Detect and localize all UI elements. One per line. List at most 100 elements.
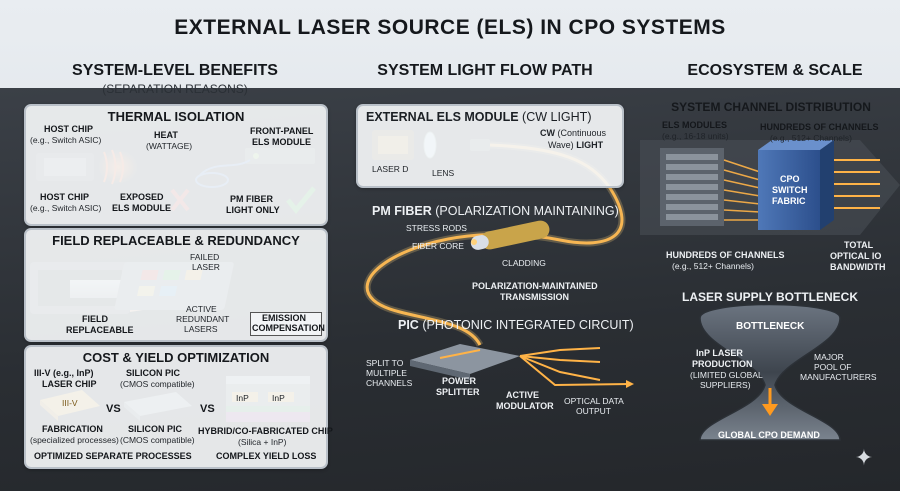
thermal-isolation-panel — [24, 104, 328, 226]
hybrid-label: HYBRID/CO-FABRICATED CHIP — [198, 426, 333, 436]
output-lines-graphic — [834, 159, 880, 209]
cpo-switch-graphic — [758, 140, 834, 230]
heat-label: HEAT — [154, 130, 178, 140]
redundant-label: REDUNDANT — [176, 314, 230, 324]
channel-lines-graphic — [723, 159, 761, 221]
optical-output-1: OPTICAL DATA — [564, 396, 624, 406]
major-label-2: POOL OF — [814, 362, 852, 372]
total-label-3: BANDWIDTH — [830, 262, 886, 272]
page-title: EXTERNAL LASER SOURCE (ELS) IN CPO SYSTE… — [174, 16, 726, 39]
hundreds-bottom-eg: (e.g., 512+ Channels) — [672, 261, 754, 271]
cpo-label-1: CPO — [780, 174, 800, 184]
front-panel-label: FRONT-PANEL — [250, 126, 314, 136]
els-modules-label: ELS MODULES — [662, 120, 728, 130]
cw-rest1: (Continuous — [557, 128, 607, 138]
cw-rest2: Wave) — [548, 140, 574, 150]
host-chip-top-eg: (e.g., Switch ASIC) — [30, 135, 102, 145]
cw-label-line1: CW (Continuous — [540, 128, 606, 139]
split-label-3: CHANNELS — [366, 378, 413, 388]
wattage-label: (WATTAGE) — [146, 141, 193, 151]
active-label: ACTIVE — [186, 304, 217, 314]
silicon-pic-bottom-label: SILICON PIC — [128, 424, 183, 434]
laser-label: LASER — [192, 262, 220, 272]
pic-title: PIC (PHOTONIC INTEGRATED CIRCUIT) — [398, 318, 634, 332]
fiber-title-rest: (POLARIZATION MAINTAINING) — [435, 204, 619, 218]
cw-label-line2: Wave) LIGHT — [548, 140, 603, 151]
hourglass-graphic — [699, 303, 841, 441]
major-label-3: MANUFACTURERS — [800, 372, 877, 382]
stress-rods-label: STRESS RODS — [406, 223, 467, 233]
left-heading: SYSTEM-LEVEL BENEFITS — [72, 62, 278, 79]
distribution-title: SYSTEM CHANNEL DISTRIBUTION — [671, 100, 871, 114]
left-subheading: (SEPARATION REASONS) — [102, 82, 248, 96]
inp-label-2: InP — [272, 393, 285, 403]
compensation-label: COMPENSATION — [252, 323, 325, 333]
vs-2: VS — [200, 403, 215, 415]
sparkle-icon: ✦ — [854, 445, 874, 470]
optimized-label: OPTIMIZED SEPARATE PROCESSES — [34, 451, 192, 461]
els-module-panel — [356, 104, 624, 188]
host-chip-bottom-label: HOST CHIP — [40, 192, 90, 202]
els-title-bold: EXTERNAL ELS MODULE — [366, 110, 519, 124]
cmos-bottom-label: (CMOS compatible) — [120, 435, 195, 445]
cost-yield-panel — [24, 345, 328, 469]
els-module-label: ELS MODULE — [252, 137, 312, 147]
active-modulator-1: ACTIVE — [506, 390, 540, 400]
els-title: EXTERNAL ELS MODULE (CW LIGHT) — [366, 110, 591, 124]
inp-laser-3: (LIMITED GLOBAL — [690, 370, 763, 380]
failed-label: FAILED — [190, 252, 220, 262]
power-label-1: POWER — [442, 376, 477, 386]
pm-transmission-1: POLARIZATION-MAINTAINED — [472, 281, 598, 291]
cpo-label-2: SWITCH — [772, 185, 808, 195]
fabrication-label: FABRICATION — [42, 424, 103, 434]
active-modulator-2: MODULATOR — [496, 401, 554, 411]
pic-title-rest: (PHOTONIC INTEGRATED CIRCUIT) — [422, 318, 634, 332]
hybrid-sub-label: (Silica + InP) — [238, 437, 287, 447]
field-label: FIELD — [82, 314, 108, 324]
total-label-2: OPTICAL IO — [830, 251, 882, 261]
hundreds-top-eg: (e.g., 512+ Channels) — [770, 133, 852, 143]
field-title: FIELD REPLACEABLE & REDUNDANCY — [52, 233, 300, 248]
cost-title: COST & YIELD OPTIMIZATION — [82, 350, 270, 365]
chip-mark-label: III-V — [62, 398, 78, 408]
pm-fiber-label: PM FIBER — [230, 194, 274, 204]
thermal-title: THERMAL ISOLATION — [107, 109, 245, 124]
split-label-2: MULTIPLE — [366, 368, 407, 378]
fiber-title: PM FIBER (POLARIZATION MAINTAINING) — [372, 204, 619, 218]
inp-laser-2: PRODUCTION — [692, 359, 753, 369]
exposed-els-label: ELS MODULE — [112, 203, 172, 213]
els-title-rest: (CW LIGHT) — [522, 110, 592, 124]
els-units-label: (e.g., 16-18 units) — [662, 131, 729, 141]
vs-1: VS — [106, 403, 121, 415]
hundreds-top-label: HUNDREDS OF CHANNELS — [760, 122, 879, 132]
bottleneck-label: BOTTLENECK — [736, 321, 805, 332]
global-demand-label: GLOBAL CPO DEMAND — [718, 430, 820, 440]
lens-label: LENS — [432, 168, 455, 178]
inp-laser-4: SUPPLIERS) — [700, 380, 751, 390]
split-label-1: SPLIT TO — [366, 358, 404, 368]
els-rack-graphic — [660, 148, 724, 226]
replaceable-label: REPLACEABLE — [66, 325, 134, 335]
major-label-1: MAJOR — [814, 352, 844, 362]
laser-chip-label: LASER CHIP — [42, 379, 97, 389]
hundreds-bottom-label: HUNDREDS OF CHANNELS — [666, 250, 785, 260]
cpo-label-3: FABRIC — [772, 196, 806, 206]
optical-output-2: OUTPUT — [576, 406, 611, 416]
cw-bold1: CW — [540, 128, 555, 138]
specialized-label: (specialized processes) — [30, 435, 119, 445]
cladding-label: CLADDING — [502, 258, 546, 268]
pic-title-bold: PIC — [398, 318, 419, 332]
host-chip-top-label: HOST CHIP — [44, 124, 94, 134]
emission-box — [250, 312, 322, 336]
power-label-2: SPLITTER — [436, 387, 480, 397]
emission-label: EMISSION — [262, 313, 307, 323]
exposed-label: EXPOSED — [120, 192, 164, 202]
lasers-label: LASERS — [184, 324, 218, 334]
total-label-1: TOTAL — [844, 240, 874, 250]
pic-chip-graphic — [410, 344, 634, 388]
cw-bold2: LIGHT — [576, 140, 604, 150]
silicon-pic-top-label: SILICON PIC — [126, 368, 181, 378]
light-only-label: LIGHT ONLY — [226, 205, 280, 215]
middle-heading: SYSTEM LIGHT FLOW PATH — [377, 62, 593, 79]
host-chip-bottom-eg: (e.g., Switch ASIC) — [30, 203, 102, 213]
